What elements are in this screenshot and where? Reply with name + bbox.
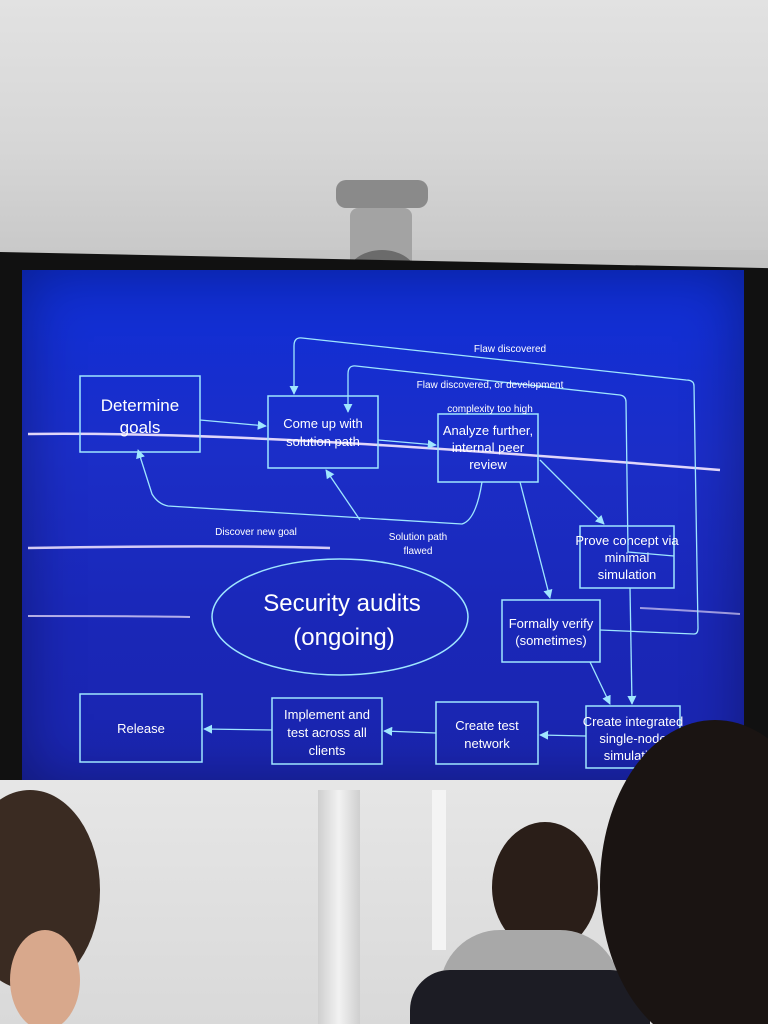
node-label-line: test across all	[287, 725, 367, 740]
edge-label-solution-path: flawed	[404, 546, 433, 557]
support-pole	[318, 790, 360, 1024]
edge-label-flaw-or-complexity: Flaw discovered, or development	[417, 380, 564, 391]
node-formally-verify: Formally verify (sometimes)	[501, 599, 601, 663]
edge-label-flaw-discovered: Flaw discovered	[474, 344, 546, 355]
presentation-screen	[22, 270, 744, 786]
edge-analyze-to-verify	[519, 481, 553, 599]
node-label-line: simulation	[598, 567, 657, 582]
screen-glare-1	[27, 432, 721, 472]
edge-label-solution-path: Solution path	[389, 532, 447, 543]
node-come-up-with-solution: Come up with solution path	[267, 395, 379, 469]
node-label-line: minimal	[605, 550, 650, 565]
node-label-line: review	[469, 457, 507, 472]
edge-verify-to-integrated	[589, 661, 611, 705]
edge-analyze-to-prove	[539, 459, 605, 525]
screen-glare-3	[27, 615, 191, 618]
audience-shoulders	[410, 970, 650, 1024]
node-label-line: Create test	[455, 718, 519, 733]
edge-solution-to-analyze	[377, 439, 437, 449]
node-label-line: solution path	[286, 434, 360, 449]
security-audits-ellipse: Security audits (ongoing)	[211, 558, 469, 676]
node-implement-and-test: Implement and test across all clients	[271, 697, 383, 765]
node-label-line: Determine	[101, 396, 179, 415]
edge-label-flaw-or-complexity: complexity too high	[447, 404, 533, 415]
node-label-line: Come up with	[283, 416, 362, 431]
node-determine-goals: Determine goals	[79, 375, 201, 453]
edge-implement-to-release	[203, 724, 273, 734]
screen-glare-4	[639, 607, 741, 615]
audience-face-left	[10, 930, 80, 1024]
edge-integrated-to-test-network	[539, 730, 587, 740]
edge-flaw-discovered-loop	[289, 337, 699, 635]
node-prove-concept: Prove concept via minimal simulation	[575, 525, 679, 589]
node-label-line: clients	[309, 743, 346, 758]
edge-discover-new-goal-loop	[136, 449, 483, 525]
node-label-line: Release	[117, 721, 165, 736]
node-label-line: goals	[120, 418, 161, 437]
node-label-line: Implement and	[284, 707, 370, 722]
audit-label-line: Security audits	[263, 590, 420, 617]
edge-solution-flawed-loop	[325, 469, 361, 521]
edge-label-discover-new-goal: Discover new goal	[215, 527, 297, 538]
node-analyze-further: Analyze further, internal peer review	[437, 413, 539, 483]
screen-glare-2	[27, 545, 331, 550]
wall-light-stripe	[432, 790, 446, 950]
edge-test-network-to-implement	[383, 726, 437, 736]
edge-prove-to-integrated	[627, 587, 637, 705]
node-label-line: (sometimes)	[515, 633, 587, 648]
node-label-line: internal peer	[452, 440, 525, 455]
edge-goals-to-solution	[199, 419, 267, 430]
node-create-test-network: Create test network	[435, 701, 539, 765]
node-release: Release	[79, 693, 203, 763]
audit-label-line: (ongoing)	[293, 624, 394, 651]
node-label-line: Analyze further,	[443, 423, 533, 438]
node-label-line: Formally verify	[509, 616, 594, 631]
node-label-line: single-node	[599, 731, 666, 746]
edge-flaw-or-complexity-loop	[343, 365, 675, 557]
node-label-line: network	[464, 736, 510, 751]
node-label-line: Create integrated	[583, 714, 683, 729]
